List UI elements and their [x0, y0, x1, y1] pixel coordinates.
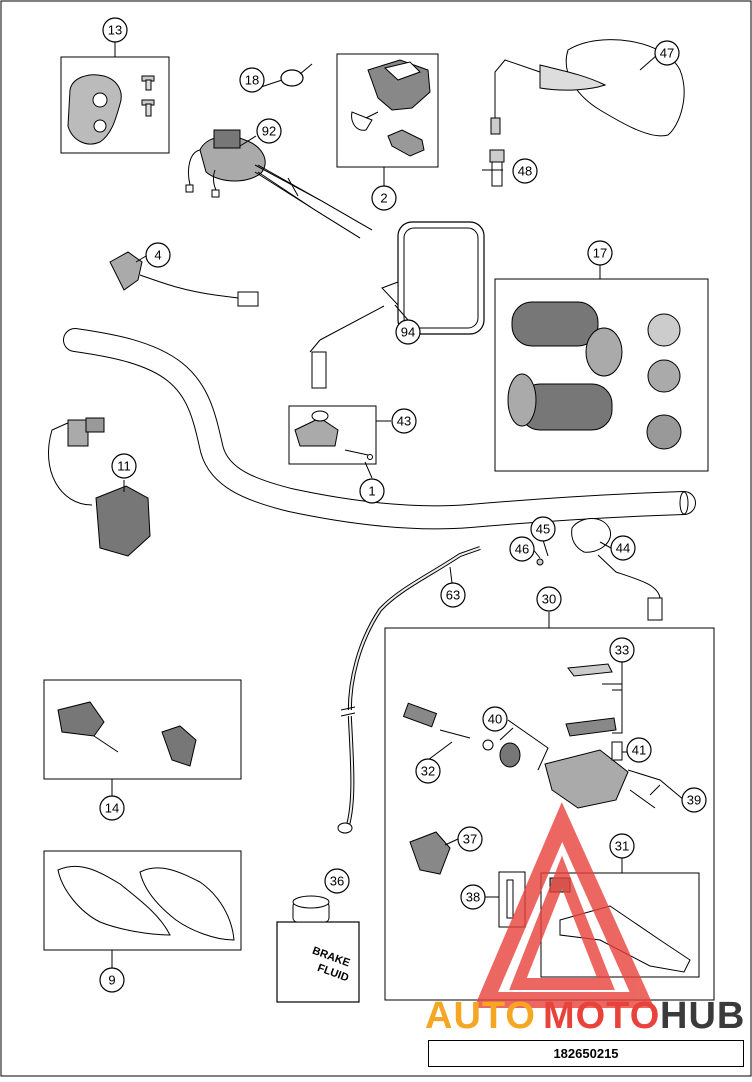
part-2-switch-housing	[351, 59, 431, 157]
svg-text:38: 38	[466, 890, 480, 905]
svg-text:9: 9	[108, 973, 115, 988]
callout-9: 9	[99, 967, 125, 993]
svg-text:40: 40	[488, 712, 502, 727]
callout-30: 30	[536, 586, 562, 612]
svg-text:33: 33	[615, 643, 629, 658]
svg-text:41: 41	[632, 743, 646, 758]
svg-text:44: 44	[616, 541, 630, 556]
svg-text:45: 45	[536, 522, 550, 537]
svg-text:17: 17	[593, 246, 607, 261]
box-17	[494, 278, 709, 472]
svg-text:47: 47	[660, 46, 674, 61]
svg-text:92: 92	[262, 124, 276, 139]
callout-43: 43	[391, 408, 417, 434]
callout-46: 46	[509, 536, 535, 562]
watermark-auto: AUTO	[425, 995, 536, 1037]
callout-36: 36	[324, 868, 350, 894]
callout-17: 17	[587, 240, 613, 266]
svg-text:11: 11	[117, 459, 131, 474]
part-48-adapter	[489, 149, 505, 187]
part-94-mirror	[309, 221, 485, 389]
box-9	[43, 850, 242, 951]
callout-48: 48	[512, 158, 538, 184]
svg-text:13: 13	[108, 23, 122, 38]
svg-text:94: 94	[401, 325, 415, 340]
svg-text:2: 2	[380, 191, 387, 206]
svg-text:36: 36	[330, 874, 344, 889]
callout-32: 32	[415, 758, 441, 784]
box-43	[288, 405, 377, 465]
svg-text:32: 32	[421, 764, 435, 779]
callout-45: 45	[530, 516, 556, 542]
box-14	[43, 679, 242, 780]
part-43-clamp	[294, 410, 373, 460]
part-code: 182650215	[553, 1046, 619, 1061]
svg-text:1: 1	[368, 484, 375, 499]
watermark-triangle-inner-icon	[509, 855, 615, 990]
svg-text:63: 63	[446, 588, 460, 603]
part-17-grips	[507, 301, 682, 450]
part-18-cable-tie	[280, 63, 313, 87]
part-14-clamp-set	[57, 701, 197, 767]
svg-text:43: 43	[397, 414, 411, 429]
svg-text:31: 31	[615, 839, 629, 854]
part-36-brake-fluid-bottle: BRAKE FLUID	[276, 895, 360, 1003]
watermark-moto: MOTO	[543, 995, 660, 1037]
callout-41: 41	[626, 737, 652, 763]
part-11-switch	[48, 417, 151, 557]
callout-44: 44	[610, 535, 636, 561]
part-46-screw	[536, 558, 544, 566]
callout-94: 94	[395, 319, 421, 345]
callout-40: 40	[482, 706, 508, 732]
callout-37: 37	[457, 826, 483, 852]
callout-4: 4	[145, 242, 171, 268]
callout-92: 92	[256, 118, 282, 144]
svg-text:14: 14	[105, 801, 119, 816]
callout-63: 63	[440, 582, 466, 608]
svg-text:46: 46	[515, 542, 529, 557]
callout-1: 1	[359, 478, 385, 504]
part-47-mirror	[490, 39, 685, 137]
part-code-box: 182650215	[428, 1040, 744, 1067]
svg-text:48: 48	[518, 164, 532, 179]
part-63-brake-line	[337, 546, 481, 834]
callout-31: 31	[609, 833, 635, 859]
box-2	[336, 53, 439, 168]
watermark-logo	[473, 802, 655, 1008]
watermark-hub: HUB	[660, 995, 745, 1037]
svg-text:37: 37	[463, 832, 477, 847]
callout-14: 14	[99, 795, 125, 821]
callout-18: 18	[239, 67, 265, 93]
part-44-sensor	[571, 518, 663, 621]
part-92-throttle-assembly	[185, 129, 373, 239]
watermark-triangle-icon	[473, 802, 655, 1008]
svg-text:30: 30	[542, 592, 556, 607]
part-13-switch	[67, 74, 155, 145]
part-30-brake-master-cylinder	[402, 663, 691, 973]
callout-13: 13	[102, 17, 128, 43]
callout-33: 33	[609, 637, 635, 663]
watermark-text: AUTO MOTO HUB	[425, 995, 745, 1037]
callout-2: 2	[371, 185, 397, 211]
part-4-switch	[109, 251, 259, 307]
callout-11: 11	[111, 453, 137, 479]
part-9-handguards	[57, 865, 235, 941]
callout-39: 39	[681, 787, 707, 813]
svg-text:18: 18	[245, 73, 259, 88]
svg-text:39: 39	[687, 793, 701, 808]
callout-47: 47	[654, 40, 680, 66]
callout-38: 38	[460, 884, 486, 910]
svg-text:4: 4	[154, 248, 161, 263]
handlebar	[63, 328, 696, 530]
leader-lines	[111, 42, 685, 968]
